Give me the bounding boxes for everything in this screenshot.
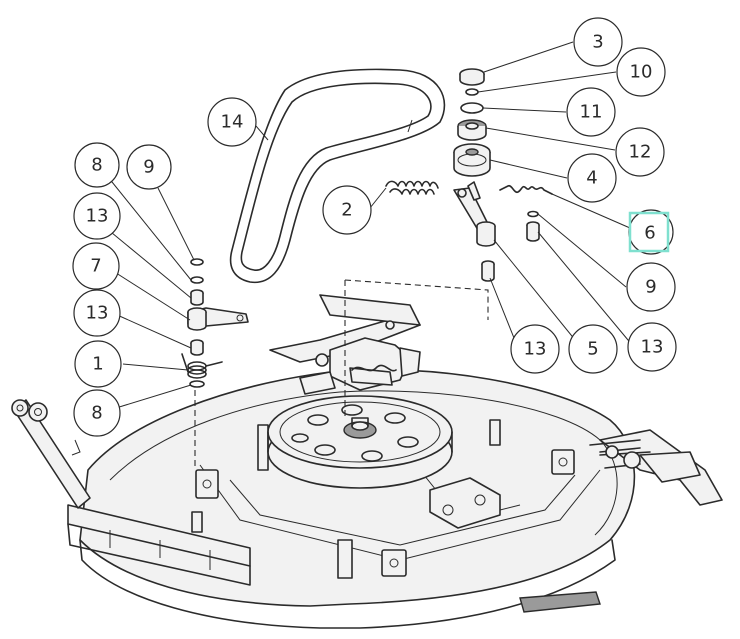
callout-4[interactable]: 4 bbox=[567, 153, 617, 203]
callout-label: 9 bbox=[645, 277, 656, 298]
left-parts-stack bbox=[181, 258, 249, 388]
main-pulley bbox=[267, 395, 453, 489]
callout-7[interactable]: 7 bbox=[72, 242, 120, 290]
callout-9-left[interactable]: 9 bbox=[126, 144, 172, 190]
callout-6[interactable]: 6 bbox=[628, 209, 674, 255]
callout-9-right[interactable]: 9 bbox=[626, 262, 676, 312]
callout-13-right[interactable]: 13 bbox=[627, 322, 677, 372]
callout-label: 9 bbox=[143, 157, 154, 178]
callout-8-bottom[interactable]: 8 bbox=[73, 389, 121, 437]
callout-13-bottom[interactable]: 13 bbox=[73, 289, 121, 337]
leader-lines bbox=[105, 41, 634, 409]
selection-highlight bbox=[628, 211, 670, 253]
callout-label: 6 bbox=[644, 223, 655, 244]
tension-spring bbox=[385, 180, 439, 195]
callout-label: 12 bbox=[629, 142, 652, 163]
callout-label: 8 bbox=[91, 403, 102, 424]
callout-5[interactable]: 5 bbox=[568, 324, 618, 374]
callout-8-top[interactable]: 8 bbox=[74, 142, 120, 188]
callout-label: 14 bbox=[221, 112, 244, 133]
callout-label: 4 bbox=[586, 168, 597, 189]
callout-11[interactable]: 11 bbox=[566, 87, 616, 137]
callout-label: 13 bbox=[524, 339, 547, 360]
callout-label: 10 bbox=[630, 62, 653, 83]
callout-label: 7 bbox=[90, 256, 101, 277]
callout-label: 1 bbox=[92, 354, 103, 375]
assembly-guide-lines bbox=[194, 279, 489, 470]
callout-label: 2 bbox=[341, 200, 352, 221]
callout-label: 13 bbox=[86, 303, 109, 324]
callout-label: 11 bbox=[580, 102, 603, 123]
callout-3[interactable]: 3 bbox=[573, 17, 623, 67]
callout-12[interactable]: 12 bbox=[615, 127, 665, 177]
callout-label: 13 bbox=[86, 206, 109, 227]
callout-2[interactable]: 2 bbox=[322, 185, 372, 235]
callout-label: 13 bbox=[641, 337, 664, 358]
callout-1[interactable]: 1 bbox=[74, 340, 122, 388]
callout-label: 8 bbox=[91, 155, 102, 176]
v-belt bbox=[229, 68, 446, 284]
callout-13-middle[interactable]: 13 bbox=[510, 324, 560, 374]
right-parts-stack bbox=[453, 68, 553, 282]
callout-label: 3 bbox=[592, 32, 603, 53]
callout-13-top[interactable]: 13 bbox=[73, 192, 121, 240]
callout-14[interactable]: 14 bbox=[207, 97, 257, 147]
callout-10[interactable]: 10 bbox=[616, 47, 666, 97]
callout-label: 5 bbox=[587, 339, 598, 360]
